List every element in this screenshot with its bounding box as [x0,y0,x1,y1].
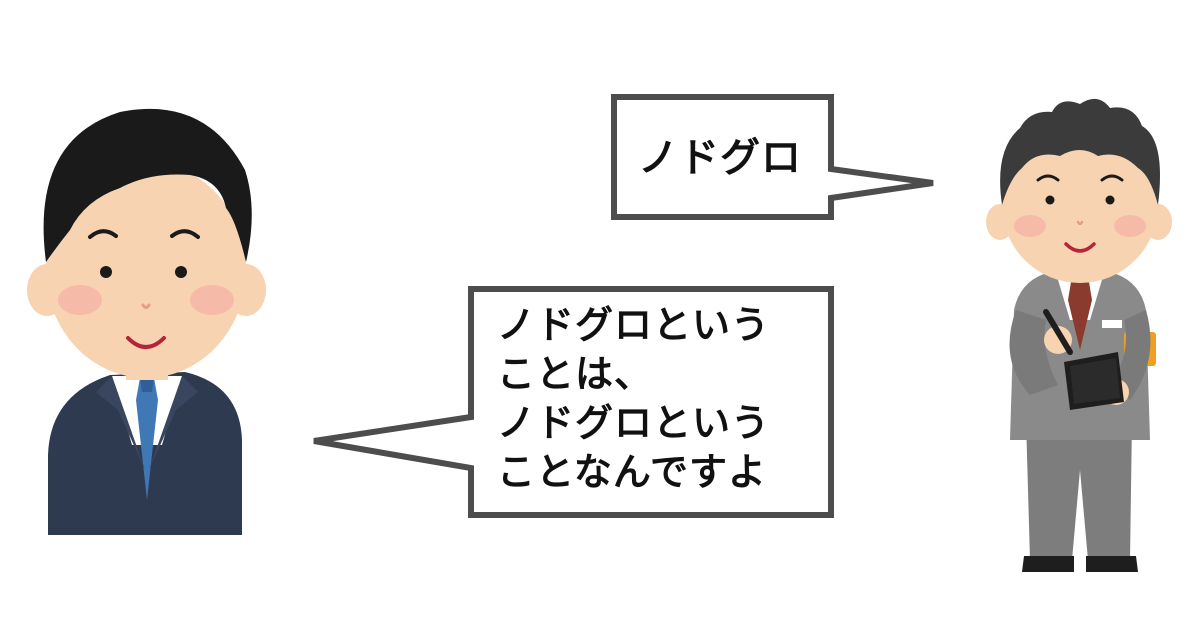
speech-bubble-large-text: ノドグロという ことは、 ノドグロという ことなんですよ [497,301,770,497]
speech-bubble-small [611,94,934,220]
speech-line-4: ことなんですよ [497,450,767,494]
salesman-hair [1000,98,1160,205]
speech-line-2: ことは、 [497,352,654,396]
speech-bubble-large [313,286,834,518]
salesman-with-notebook-icon [986,98,1172,572]
businessman-hair [43,108,252,262]
speech-line-1: ノドグロという [497,303,771,347]
businessman-tie [136,378,158,500]
businessman-icon [27,108,266,535]
speech-bubble-small-text: ノドグロ [638,135,802,181]
salesman-trousers [1026,420,1132,560]
salesman-tie [1068,276,1092,350]
speech-line-3: ノドグロという [497,401,771,445]
